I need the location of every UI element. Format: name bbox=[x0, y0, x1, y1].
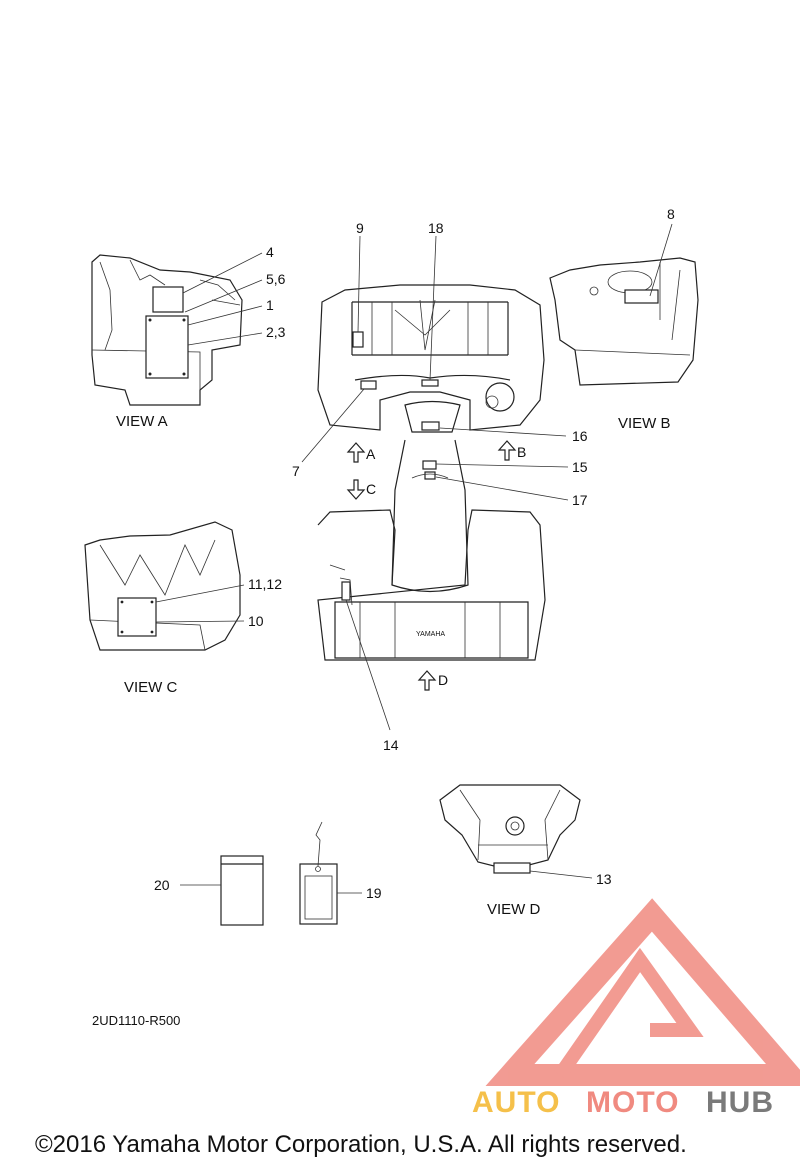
copyright-notice: ©2016 Yamaha Motor Corporation, U.S.A. A… bbox=[35, 1131, 687, 1158]
watermark-logo bbox=[485, 898, 800, 1086]
arrow-d-label: D bbox=[438, 672, 448, 688]
callout-17: 17 bbox=[572, 492, 588, 508]
decal-7 bbox=[360, 380, 377, 390]
view-b-drawing: 8 VIEW B bbox=[549, 206, 699, 432]
arrow-up-icon bbox=[346, 442, 366, 463]
decal-18 bbox=[421, 379, 439, 387]
decal-1 bbox=[145, 315, 189, 379]
callout-18: 18 bbox=[428, 220, 444, 236]
arrow-down-icon bbox=[346, 479, 366, 500]
manual-item-20: 20 bbox=[154, 855, 264, 926]
atv-top-view: YAMAHA 9 18 7 16 15 17 14 A B C D bbox=[292, 220, 588, 753]
callout-16: 16 bbox=[572, 428, 588, 444]
watermark-word-moto: MOTO bbox=[586, 1086, 679, 1119]
callout-15: 15 bbox=[572, 459, 588, 475]
decal-17 bbox=[424, 471, 436, 480]
part-number: 2UD1110-R500 bbox=[92, 1013, 180, 1028]
arrow-a-label: A bbox=[366, 446, 376, 462]
view-c-label: VIEW C bbox=[124, 679, 178, 696]
view-d-label: VIEW D bbox=[487, 901, 541, 918]
watermark-word-hub: HUB bbox=[706, 1086, 774, 1119]
callout-2-3: 2,3 bbox=[266, 324, 286, 340]
callout-4: 4 bbox=[266, 244, 274, 260]
arrow-up-icon bbox=[497, 440, 517, 461]
callout-7: 7 bbox=[292, 463, 300, 479]
arrow-c-label: C bbox=[366, 481, 376, 497]
view-a-label: VIEW A bbox=[116, 413, 168, 430]
decal-4 bbox=[152, 286, 184, 313]
decal-10 bbox=[117, 597, 157, 637]
view-b-label: VIEW B bbox=[618, 415, 671, 432]
callout-9: 9 bbox=[356, 220, 364, 236]
callout-19: 19 bbox=[366, 885, 382, 901]
decal-16 bbox=[421, 421, 440, 431]
callout-5-6: 5,6 bbox=[266, 271, 286, 287]
arrow-up-icon bbox=[417, 670, 437, 691]
decal-9 bbox=[352, 331, 364, 348]
decal-14 bbox=[341, 581, 351, 601]
view-a-drawing: 4 5,6 1 2,3 VIEW A bbox=[91, 244, 286, 430]
view-c-drawing: 11,12 10 VIEW C bbox=[84, 521, 282, 696]
watermark-word-auto: AUTO bbox=[472, 1086, 560, 1119]
callout-8: 8 bbox=[667, 206, 675, 222]
callout-20: 20 bbox=[154, 877, 170, 893]
watermark-wordmark: AUTO MOTO HUB bbox=[472, 1086, 774, 1119]
hang-tag-item-19: 19 bbox=[299, 821, 382, 925]
decal-15 bbox=[422, 460, 437, 470]
callout-13: 13 bbox=[596, 871, 612, 887]
callout-11-12: 11,12 bbox=[248, 576, 282, 592]
decal-13 bbox=[493, 862, 531, 874]
callout-10: 10 bbox=[248, 613, 264, 629]
rack-logo: YAMAHA bbox=[416, 631, 445, 638]
callout-14: 14 bbox=[383, 737, 399, 753]
decal-8 bbox=[624, 289, 659, 304]
view-d-drawing: 13 VIEW D bbox=[439, 784, 612, 918]
arrow-b-label: B bbox=[517, 444, 526, 460]
callout-1: 1 bbox=[266, 297, 274, 313]
